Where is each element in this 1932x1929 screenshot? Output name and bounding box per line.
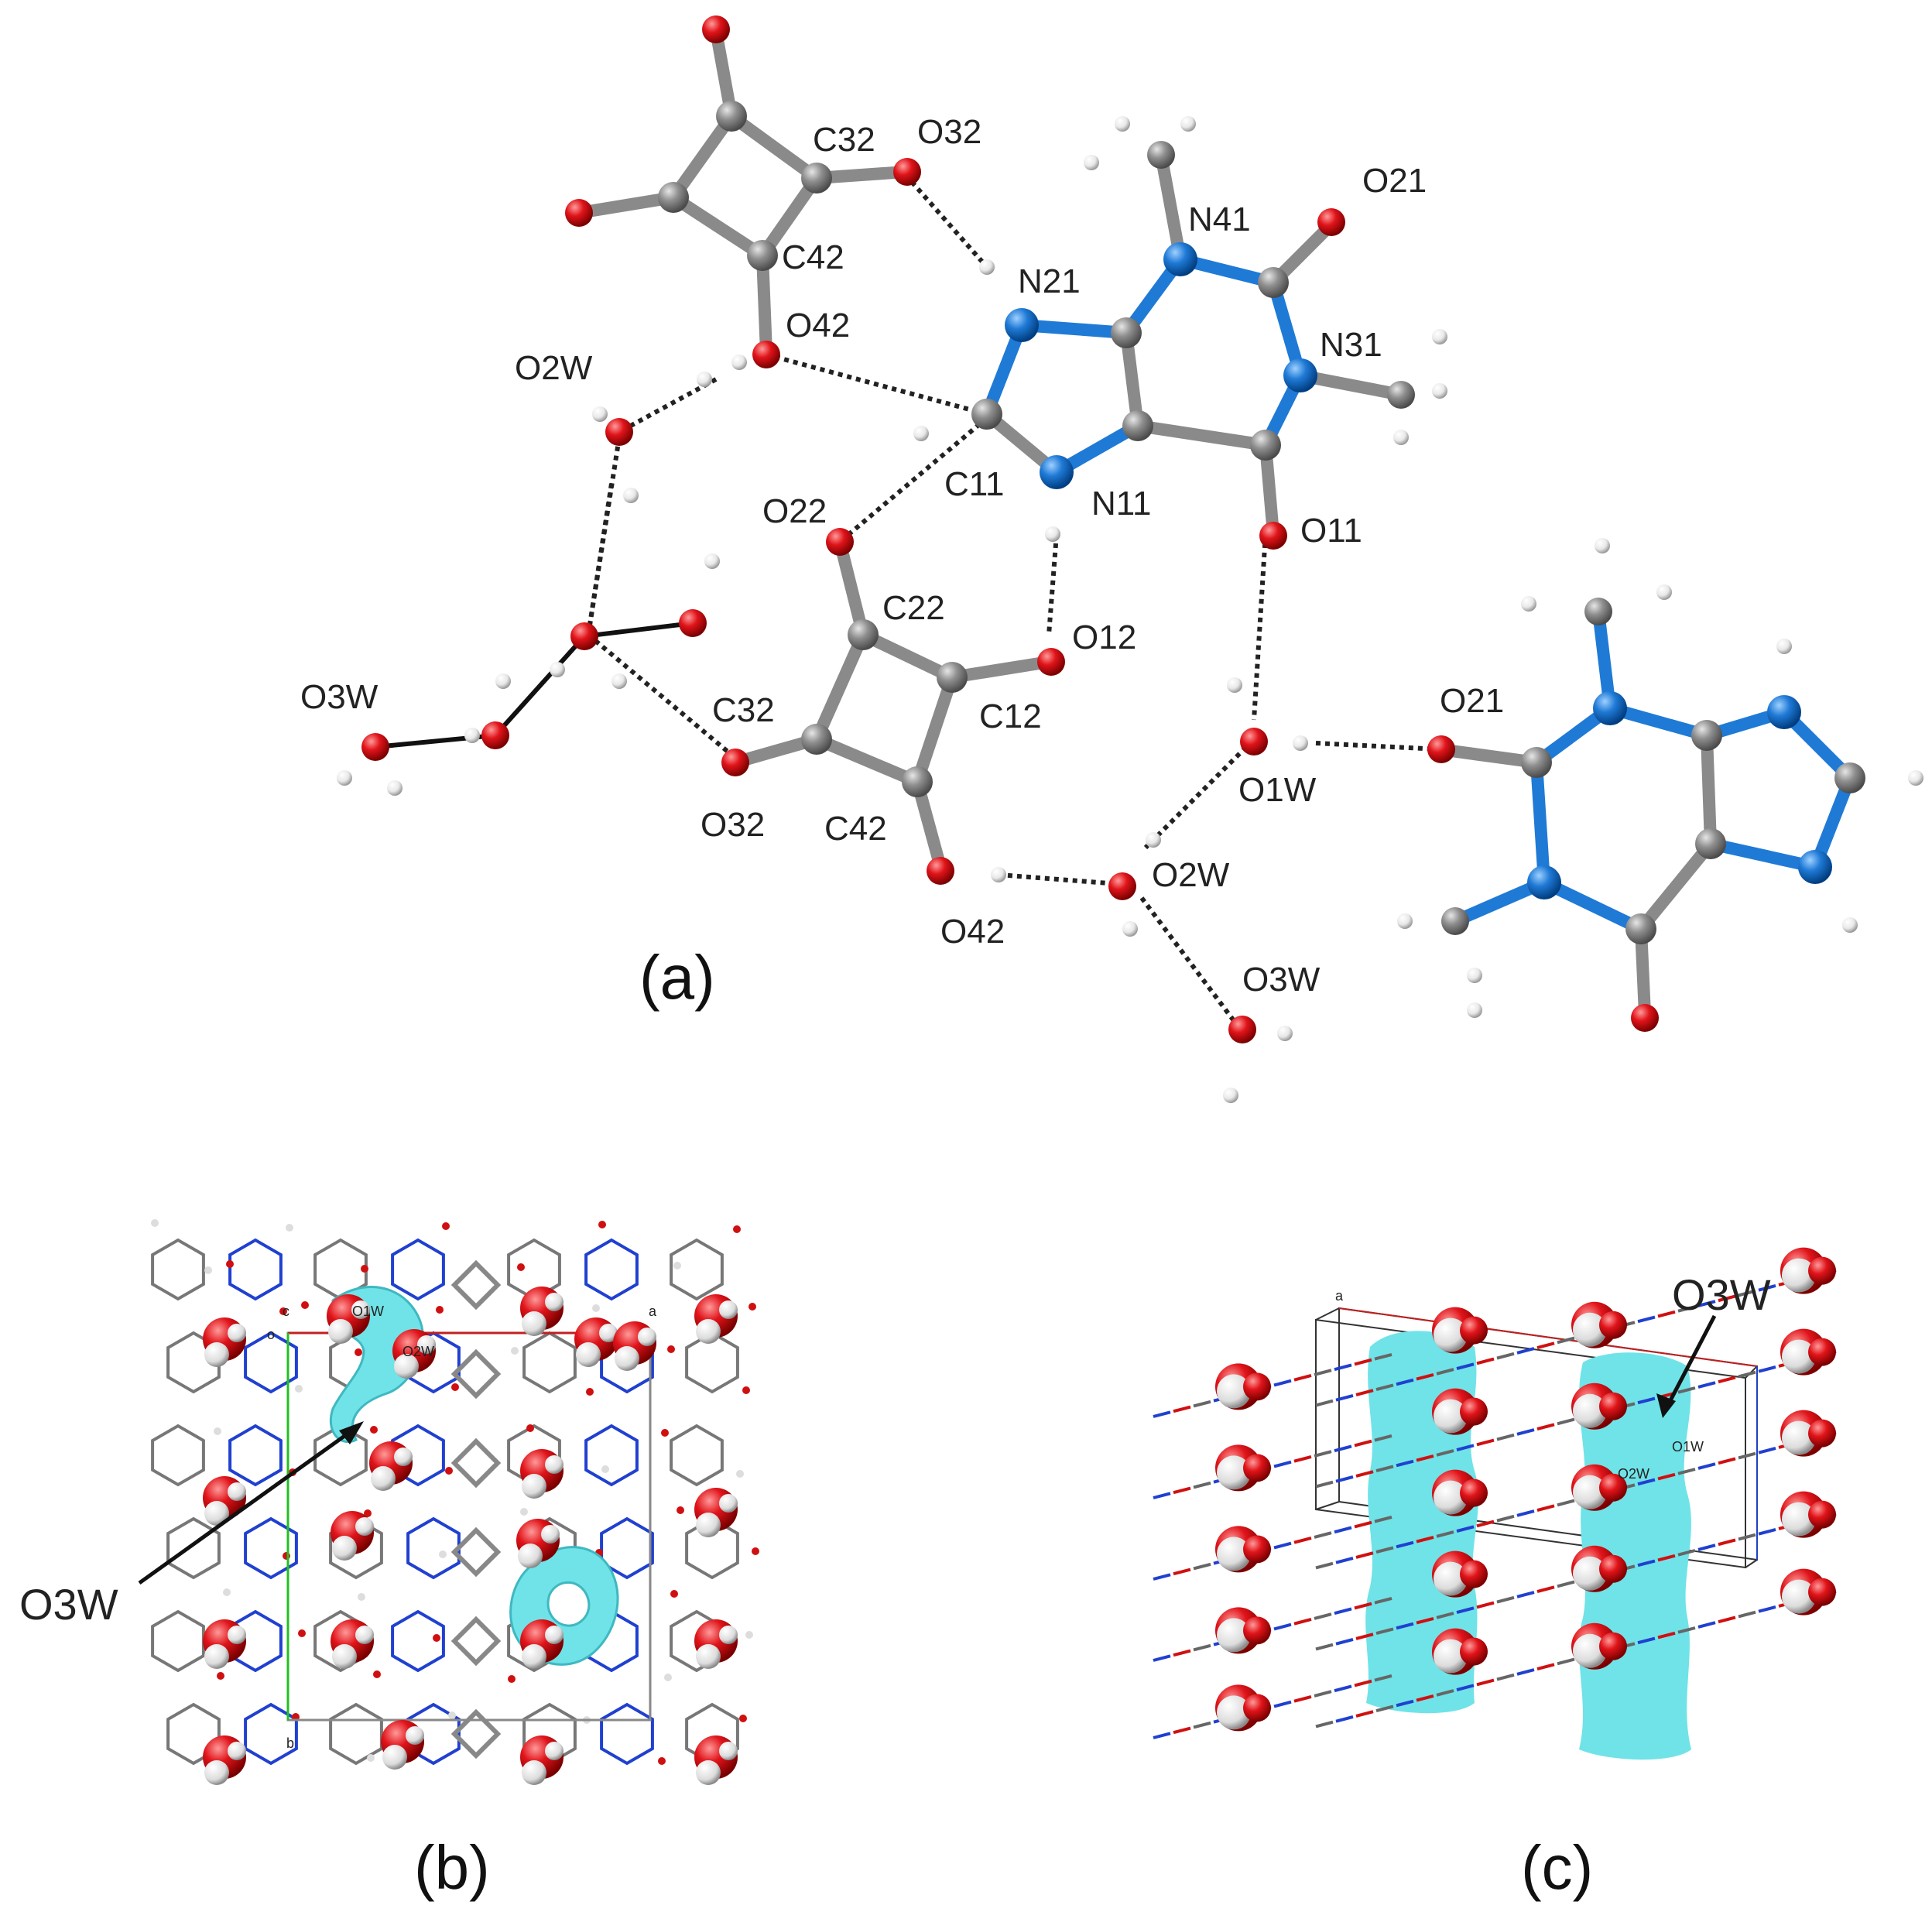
atoms-panel-a	[337, 15, 1923, 1103]
atom-label: C11	[944, 465, 1004, 503]
cell-axis-label: a	[649, 1304, 657, 1319]
atom-label: C42	[782, 238, 844, 276]
solvent-void-channels	[1365, 1331, 1691, 1760]
atom-label: N31	[1320, 326, 1382, 364]
panel-a-label: (a)	[639, 943, 715, 1012]
arrow-line	[138, 1428, 354, 1585]
atom-label: O21	[1440, 682, 1504, 720]
hydrogen-bonds	[586, 173, 1440, 1023]
cell-axis-label: c	[283, 1304, 289, 1319]
atom-label: O3W	[300, 678, 379, 716]
inline-atom-label: O2W	[402, 1344, 434, 1359]
right-purine-bonds	[1434, 605, 1856, 1020]
atom-label: N41	[1188, 200, 1251, 238]
atom-label: C42	[824, 810, 887, 848]
cell-axis-label: a	[1335, 1288, 1344, 1304]
atom-label: O1W	[1238, 771, 1317, 809]
atom-label: C32	[813, 121, 875, 159]
cell-axis-label: o	[267, 1327, 275, 1342]
atom-labels-panel-a: C32 O32 O21 N41 C42 N21 O42 N31 O2W C11 …	[300, 113, 1504, 999]
water-spheres	[203, 1287, 738, 1785]
arrow-head	[339, 1421, 364, 1444]
atom-label: N21	[1018, 262, 1081, 300]
upper-squarate-bonds	[573, 25, 912, 358]
atom-label: O2W	[1152, 856, 1230, 894]
atom-label: O2W	[515, 349, 593, 387]
lower-squarate-bonds	[729, 536, 1055, 873]
atom-label: O22	[762, 492, 827, 530]
atom-label: O32	[917, 113, 981, 151]
panel-b-label: (b)	[414, 1833, 490, 1902]
arrow-line	[1666, 1314, 1717, 1406]
arrow-label: O3W	[19, 1580, 118, 1629]
panel-b-packing-view: O3W c o a b O1W O2W (b)	[19, 1219, 759, 1902]
panel-a-hydrogen-bond-diagram: C32 O32 O21 N41 C42 N21 O42 N31 O2W C11 …	[300, 15, 1923, 1103]
inline-atom-label: O1W	[1672, 1439, 1704, 1454]
atom-label: O42	[940, 913, 1005, 951]
atom-label: O11	[1300, 512, 1362, 550]
water-cluster-bonds	[375, 437, 694, 749]
atom-label: N11	[1091, 485, 1151, 523]
molecular-layers	[1153, 1247, 1837, 1739]
panel-c-layer-view: O3W a O1W O2W (c)	[1153, 1247, 1837, 1902]
arrow-head	[1656, 1393, 1676, 1418]
inline-atom-label: O2W	[1618, 1466, 1649, 1482]
panel-c-label: (c)	[1521, 1833, 1593, 1902]
inline-atom-label: O1W	[352, 1304, 384, 1319]
atom-label: C22	[882, 589, 945, 627]
atom-label: O12	[1072, 618, 1136, 656]
atom-label: O42	[786, 307, 850, 344]
cell-axis-label: b	[286, 1735, 294, 1751]
atom-label: O32	[701, 806, 765, 844]
atom-label: C32	[712, 691, 775, 729]
arrow-label: O3W	[1672, 1270, 1771, 1319]
atom-label: C12	[979, 697, 1042, 735]
atom-label: O3W	[1242, 961, 1321, 999]
atom-label: O21	[1362, 162, 1427, 200]
